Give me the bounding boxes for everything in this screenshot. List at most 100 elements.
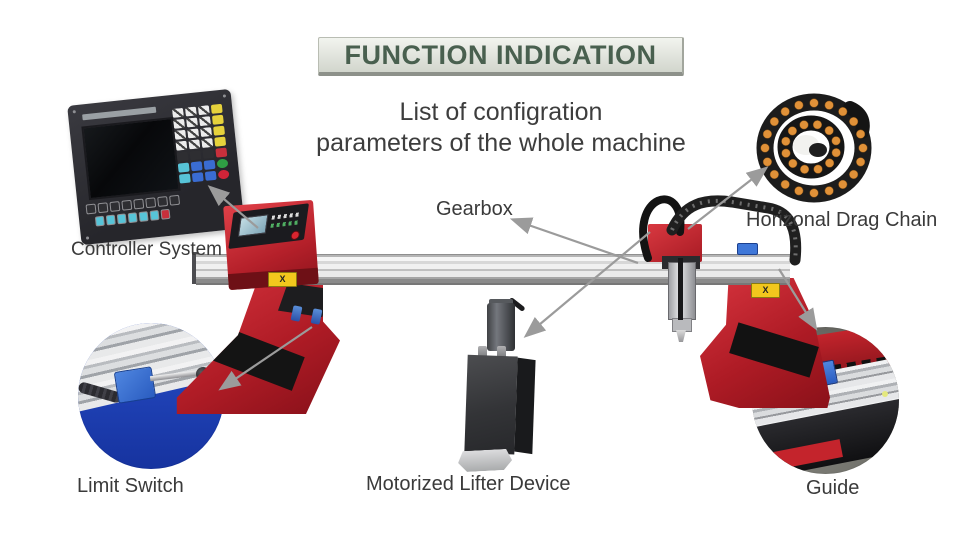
chain-dot <box>825 158 835 168</box>
controller-key <box>145 197 157 209</box>
chain-dot <box>760 143 770 153</box>
controller-key <box>160 208 171 220</box>
title-banner: FUNCTION INDICATION <box>318 37 684 76</box>
chain-dot <box>781 136 791 146</box>
lifter-side-face <box>514 357 536 455</box>
leg-pad <box>278 282 332 318</box>
controller-key <box>203 159 216 170</box>
connector <box>478 346 487 362</box>
controller-key <box>189 150 202 161</box>
label-guide: Guide <box>806 477 860 499</box>
controller-key <box>169 194 181 206</box>
controller-key <box>188 139 201 150</box>
torch-holder <box>672 318 692 332</box>
chain-dot <box>762 129 772 139</box>
chain-dot <box>794 186 804 196</box>
controller-key <box>184 106 197 117</box>
indicator-dot <box>882 391 888 397</box>
controller-key <box>201 137 214 149</box>
chain-dot <box>780 179 790 189</box>
chain-dot <box>769 116 779 127</box>
controller-key <box>97 202 109 214</box>
controller-key <box>127 212 138 224</box>
chain-dot <box>849 169 859 180</box>
label-gearbox: Gearbox <box>436 198 513 220</box>
controller-key <box>176 151 189 162</box>
chain-dot <box>809 188 819 198</box>
controller-key <box>200 127 213 138</box>
coil-tail <box>843 101 870 139</box>
controller-key <box>121 199 133 211</box>
chain-dot <box>787 126 797 136</box>
controller-key <box>187 128 200 139</box>
controller-photo <box>67 88 245 246</box>
chain-dot <box>856 157 866 167</box>
controller-key <box>197 105 210 116</box>
controller-key <box>191 172 204 183</box>
lifter-front-face <box>464 354 518 455</box>
chain-dot <box>781 148 791 158</box>
chain-dot <box>769 169 779 180</box>
limit-switch-body <box>113 366 157 404</box>
controller-screen <box>81 116 181 201</box>
pendant-keys <box>271 212 300 220</box>
axis-badge-left: X <box>268 272 297 287</box>
chain-dot <box>824 100 834 110</box>
emergency-stop-icon <box>290 230 301 241</box>
controller-key <box>202 148 215 159</box>
subtitle-line2: parameters of the whole machine <box>316 129 686 157</box>
label-limit-switch: Limit Switch <box>77 475 184 497</box>
label-motorized-lifter-device: Motorized Lifter Device <box>366 473 571 495</box>
controller-key <box>105 214 116 226</box>
beam-limit-switch <box>737 243 758 255</box>
subtitle: List of configration parameters of the w… <box>300 97 702 159</box>
chain-dot <box>812 120 822 130</box>
controller-key <box>204 170 217 181</box>
controller-key <box>85 203 97 215</box>
chain-dot <box>824 125 834 136</box>
chain-dot <box>794 100 804 110</box>
screw-icon <box>222 94 227 98</box>
chain-dot <box>800 164 810 174</box>
chain-dot <box>858 143 868 153</box>
chain-dot <box>788 158 798 169</box>
controller-nameplate <box>82 106 157 121</box>
chain-dot <box>809 98 819 108</box>
controller-key <box>149 209 160 221</box>
pendant-keys <box>270 220 299 228</box>
chain-dot <box>813 164 823 174</box>
mount-bracket <box>457 449 512 473</box>
chain-dot <box>762 157 772 167</box>
chain-dot <box>780 107 790 117</box>
controller-key <box>116 213 127 225</box>
lifter-body <box>464 354 537 455</box>
controller-key <box>175 140 188 151</box>
chain-dot <box>824 186 834 196</box>
beam-end-cap <box>192 252 198 284</box>
chain-dot <box>831 148 841 158</box>
screw-icon <box>72 110 76 114</box>
controller-key <box>157 195 169 207</box>
controller-key <box>174 129 187 140</box>
controller-key <box>216 158 229 169</box>
controller-key <box>211 114 224 125</box>
subtitle-line1: List of configration <box>399 98 603 126</box>
controller-keypad <box>172 103 237 194</box>
controller-key <box>109 201 121 213</box>
controller-key <box>215 147 228 158</box>
connector <box>497 346 506 362</box>
controller-key <box>213 125 225 136</box>
label-horizonal-drag-chain: Horizonal Drag Chain <box>746 209 938 231</box>
chain-dot <box>856 129 866 139</box>
controller-key <box>94 215 105 227</box>
lifter-motor <box>487 303 515 351</box>
controller-key <box>190 161 203 172</box>
chain-dot <box>838 179 848 189</box>
coil-inner-ring <box>777 115 845 179</box>
title-text: FUNCTION INDICATION <box>344 40 657 70</box>
torch-cable <box>678 258 683 320</box>
motor-cap <box>489 299 513 306</box>
controller-key <box>138 211 149 223</box>
controller-key <box>210 103 223 114</box>
